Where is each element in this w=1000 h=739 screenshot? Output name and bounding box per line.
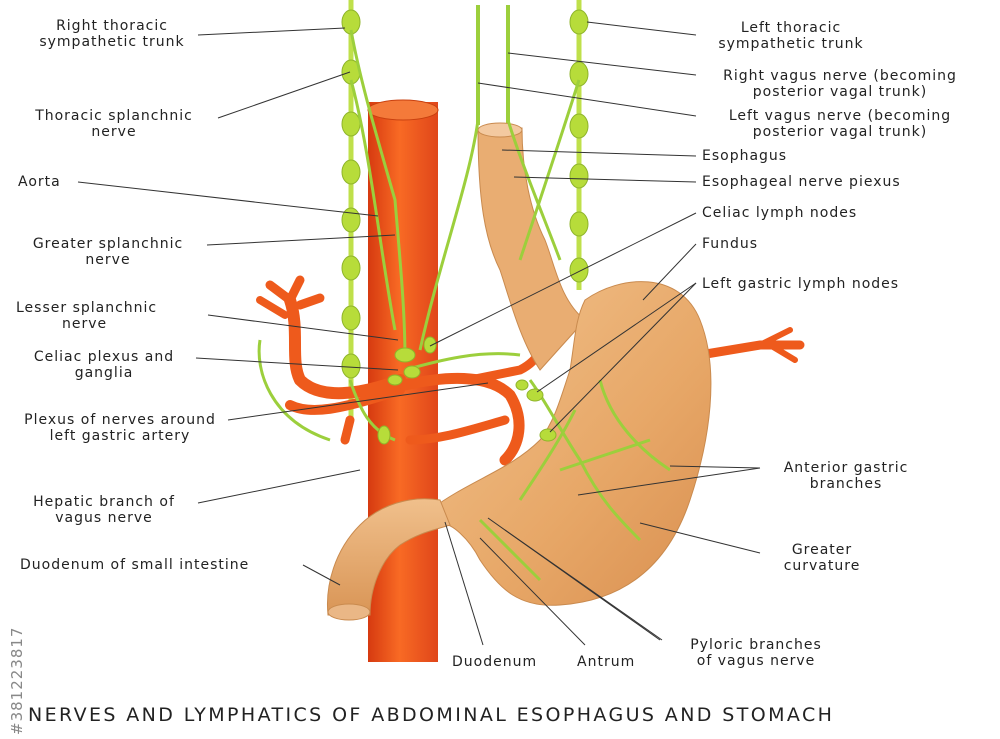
label-greater-curvature: Greater curvature	[762, 542, 882, 574]
label-line: left gastric artery	[49, 428, 191, 444]
label-line: Hepatic branch of	[33, 494, 175, 510]
label-line: Celiac plexus and	[33, 349, 175, 365]
label-duodenum-of-small-intestine: Duodenum of small intestine	[20, 557, 249, 573]
label-line: Esophagus	[702, 148, 788, 164]
label-right-thoracic-sympathetic-trunk: Right thoracic sympathetic trunk	[16, 18, 208, 50]
leader-lines	[77, 21, 761, 646]
label-line: Greater splanchnic	[32, 236, 184, 252]
right-sympathetic-trunk	[341, 0, 361, 420]
label-line: Thoracic splanchnic	[35, 108, 193, 124]
duodenum-shape	[327, 498, 451, 616]
label-line: posterior vagal trunk)	[752, 84, 928, 100]
label-line: sympathetic trunk	[39, 34, 185, 50]
label-line: Left vagus nerve (becoming	[728, 108, 952, 124]
label-esophagus: Esophagus	[702, 148, 787, 164]
label-line: Right thoracic	[56, 18, 168, 34]
esophagus	[477, 127, 586, 371]
label-line: Left gastric lymph nodes	[702, 276, 900, 292]
label-line: Plexus of nerves around	[24, 412, 216, 428]
label-line: Left thoracic	[740, 20, 842, 36]
label-right-vagus-nerve: Right vagus nerve (becoming posterior va…	[700, 68, 980, 100]
left-sympathetic-trunk	[569, 0, 589, 290]
label-pyloric-branches-of-vagus-nerve: Pyloric branches of vagus nerve	[672, 637, 840, 669]
label-line: Celiac lymph nodes	[702, 205, 858, 221]
vagus-nerves	[476, 5, 510, 125]
label-line: Esophageal nerve piexus	[702, 174, 901, 190]
label-fundus: Fundus	[702, 236, 758, 252]
label-duodenum: Duodenum	[452, 654, 537, 670]
label-line: Duodenum	[452, 654, 538, 670]
label-hepatic-branch-of-vagus-nerve: Hepatic branch of vagus nerve	[14, 494, 194, 526]
label-line: Fundus	[702, 236, 759, 252]
label-line: branches	[809, 476, 883, 492]
label-line: nerve	[91, 124, 137, 140]
label-left-vagus-nerve: Left vagus nerve (becoming posterior vag…	[700, 108, 980, 140]
aorta-top	[367, 99, 439, 121]
label-line: curvature	[783, 558, 861, 574]
label-anterior-gastric-branches: Anterior gastric branches	[762, 460, 930, 492]
label-line: Aorta	[18, 174, 61, 190]
label-line: nerve	[85, 252, 131, 268]
label-line: Duodenum of small intestine	[20, 557, 250, 573]
label-line: Pyloric branches	[690, 637, 822, 653]
label-line: Antrum	[577, 654, 636, 670]
label-line: vagus nerve	[55, 510, 153, 526]
label-aorta: Aorta	[18, 174, 61, 190]
label-line: Lesser splanchnic	[16, 300, 158, 316]
label-plexus-around-left-gastric-artery: Plexus of nerves around left gastric art…	[14, 412, 226, 444]
label-line: Anterior gastric	[783, 460, 909, 476]
label-line: ganglia	[74, 365, 134, 381]
label-line: sympathetic trunk	[718, 36, 864, 52]
diagram-title: NERVES AND LYMPHATICS OF ABDOMINAL ESOPH…	[28, 704, 835, 726]
label-celiac-plexus-and-ganglia: Celiac plexus and ganglia	[14, 349, 194, 381]
label-celiac-lymph-nodes: Celiac lymph nodes	[702, 205, 857, 221]
label-greater-splanchnic-nerve: Greater splanchnic nerve	[14, 236, 202, 268]
label-left-gastric-lymph-nodes: Left gastric lymph nodes	[702, 276, 899, 292]
label-line: posterior vagal trunk)	[752, 124, 928, 140]
label-esophageal-nerve-plexus: Esophageal nerve piexus	[702, 174, 901, 190]
label-left-thoracic-sympathetic-trunk: Left thoracic sympathetic trunk	[700, 20, 882, 52]
label-line: nerve	[62, 316, 108, 332]
watermark-text: #381223817	[8, 626, 26, 735]
label-line: of vagus nerve	[696, 653, 816, 669]
ganglia-and-nodes	[377, 336, 557, 445]
label-line: Right vagus nerve (becoming	[723, 68, 957, 84]
label-antrum: Antrum	[577, 654, 635, 670]
label-thoracic-splanchnic-nerve: Thoracic splanchnic nerve	[16, 108, 212, 140]
label-lesser-splanchnic-nerve: Lesser splanchnic nerve	[16, 300, 157, 332]
label-line: Greater	[791, 542, 853, 558]
